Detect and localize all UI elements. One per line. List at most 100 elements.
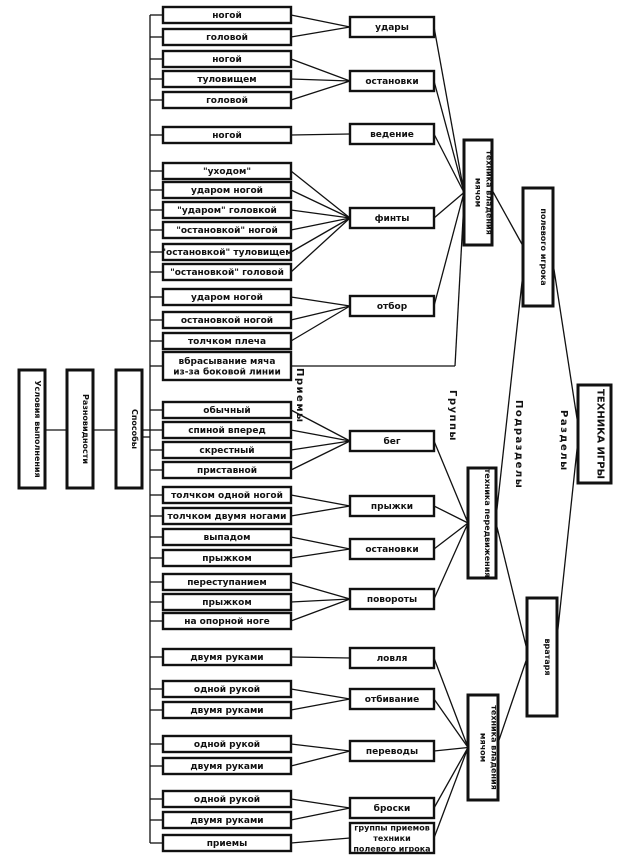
group-to-subsection-line bbox=[433, 746, 469, 752]
method-box-otbivanie-1-label: двумя руками bbox=[190, 706, 263, 716]
method-box-finty-0-frame bbox=[161, 161, 293, 181]
method-box-vbrasyvanie-0-label: вбрасывание мяча bbox=[179, 356, 276, 367]
method-box-perevody-1-frame bbox=[161, 756, 293, 776]
method-to-group-line bbox=[290, 189, 351, 219]
subsection-movement: техника передвижения bbox=[466, 466, 498, 580]
group-to-subsection-line bbox=[433, 440, 469, 524]
method-box-otbivanie-0: одной рукой bbox=[161, 679, 293, 699]
method-box-broski-1-label: двумя руками bbox=[190, 816, 263, 826]
method-box-otbor-0-frame bbox=[161, 287, 293, 307]
method-to-group-line bbox=[290, 505, 351, 517]
method-box-finty-2: "ударом" головкой bbox=[161, 200, 293, 220]
group-to-subsection-line bbox=[433, 522, 469, 550]
method-to-group-line bbox=[290, 170, 351, 219]
method-to-group-line bbox=[290, 743, 351, 752]
column-conditions-label: Условия выполнения bbox=[33, 380, 42, 477]
method-box-povoroty-1-frame bbox=[161, 592, 293, 612]
group-to-subsection-line bbox=[433, 522, 469, 600]
subsection-to-section-line bbox=[495, 522, 528, 651]
method-to-group-line bbox=[290, 798, 351, 809]
method-box-finty-3-label: "остановкой" ногой bbox=[176, 226, 278, 236]
level-label-subsections: Подразделы bbox=[513, 400, 524, 489]
group-box-perevody-frame bbox=[348, 739, 436, 763]
method-to-group-line bbox=[290, 598, 351, 622]
group-box-udary: удары bbox=[348, 15, 436, 39]
method-box-vedenie-0-frame bbox=[161, 125, 293, 145]
method-box-pryzhki-1-frame bbox=[161, 506, 293, 526]
method-box-otbor-1-frame bbox=[161, 310, 293, 330]
method-box-povoroty-0-label: переступанием bbox=[187, 578, 267, 588]
method-box-povoroty-2: на опорной ноге bbox=[161, 611, 293, 631]
group-box-povoroty-label: повороты bbox=[367, 595, 417, 605]
group-box-finty: финты bbox=[348, 206, 436, 230]
method-to-group-line bbox=[290, 548, 351, 559]
method-box-perevody-0-frame bbox=[161, 734, 293, 754]
method-box-beg-0-frame bbox=[161, 400, 293, 420]
method-box-finty-1: ударом ногой bbox=[161, 180, 293, 200]
method-to-group-line bbox=[290, 536, 351, 550]
method-box-povoroty-1-label: прыжком bbox=[202, 598, 251, 608]
group-to-subsection-line bbox=[433, 192, 465, 307]
method-to-group-line bbox=[290, 656, 351, 659]
method-box-pryzhki-0: толчком одной ногой bbox=[161, 485, 293, 505]
group-box-broski-label: броски bbox=[374, 803, 411, 814]
column-methods-label: Способы bbox=[130, 409, 140, 449]
method-box-otbor-2: толчком плеча bbox=[161, 331, 293, 351]
method-box-finty-0: "уходом" bbox=[161, 161, 293, 181]
group-box-vedenie-frame bbox=[348, 122, 436, 146]
group-to-subsection-line bbox=[433, 505, 469, 524]
group-box-fp_groups-frame bbox=[348, 821, 436, 855]
subsection-gk-ball-control-label: мячом bbox=[479, 733, 488, 762]
method-to-group-line bbox=[290, 598, 351, 603]
method-box-beg-1-frame bbox=[161, 420, 293, 440]
method-box-udary-0: ногой bbox=[161, 5, 293, 25]
group-box-povoroty-frame bbox=[348, 587, 436, 611]
method-box-finty-4: "остановкой" туловищем bbox=[161, 242, 293, 262]
method-to-group-line bbox=[290, 305, 351, 342]
section-to-title-line bbox=[556, 439, 579, 639]
method-box-perevody-1-label: двумя руками bbox=[190, 762, 263, 772]
group-to-subsection-line bbox=[433, 192, 465, 219]
section-to-title-line bbox=[552, 262, 579, 426]
subsection-fp-ball-control-label: мячом bbox=[474, 178, 483, 207]
subsection-fp-ball-control-frame bbox=[462, 138, 494, 247]
subsection-gk-ball-control-frame bbox=[466, 693, 500, 802]
section-goalkeeper: вратаря bbox=[525, 596, 559, 718]
method-box-fp_groups-0-frame bbox=[161, 833, 293, 853]
method-box-udary-0-frame bbox=[161, 5, 293, 25]
method-box-ostanovki2-0-label: выпадом bbox=[204, 533, 251, 543]
method-box-ostanovki1-0-frame bbox=[161, 49, 293, 69]
method-box-vedenie-0-label: ногой bbox=[212, 131, 242, 141]
group-box-otbor: отбор bbox=[348, 294, 436, 318]
method-box-ostanovki2-1-frame bbox=[161, 548, 293, 568]
method-box-beg-3-label: приставной bbox=[197, 466, 257, 476]
method-to-group-line bbox=[290, 217, 351, 273]
method-box-pryzhki-1: толчком двумя ногами bbox=[161, 506, 293, 526]
section-field-player-frame bbox=[521, 186, 555, 308]
group-box-lovlya-frame bbox=[348, 646, 436, 670]
title-box-game-technique: ТЕХНИКА ИГРЫ bbox=[576, 383, 613, 485]
method-to-group-line bbox=[290, 296, 351, 307]
column-varieties-label: Разновидности bbox=[81, 394, 90, 464]
method-to-group-line bbox=[290, 217, 351, 253]
method-box-otbor-1: остановкой ногой bbox=[161, 310, 293, 330]
subsection-movement-label: техника передвижения bbox=[483, 469, 492, 578]
group-to-subsection-line bbox=[433, 657, 469, 748]
method-box-finty-5-frame bbox=[161, 262, 293, 282]
method-box-udary-1-label: головой bbox=[206, 33, 248, 43]
method-box-beg-0: обычный bbox=[161, 400, 293, 420]
column-methods: Способы bbox=[114, 368, 144, 490]
section-goalkeeper-label: вратаря bbox=[543, 638, 552, 675]
group-box-perevody: переводы bbox=[348, 739, 436, 763]
method-to-group-line bbox=[290, 494, 351, 507]
group-box-otbivanie: отбивание bbox=[348, 687, 436, 711]
method-box-beg-2-label: скрестный bbox=[199, 446, 254, 456]
method-box-ostanovki1-2: головой bbox=[161, 90, 293, 110]
method-box-ostanovki1-1: туловищем bbox=[161, 69, 293, 89]
group-box-lovlya: ловля bbox=[348, 646, 436, 670]
method-box-vbrasyvanie-0-frame bbox=[161, 350, 293, 382]
method-to-group-line bbox=[290, 217, 351, 231]
method-box-beg-3: приставной bbox=[161, 460, 293, 480]
